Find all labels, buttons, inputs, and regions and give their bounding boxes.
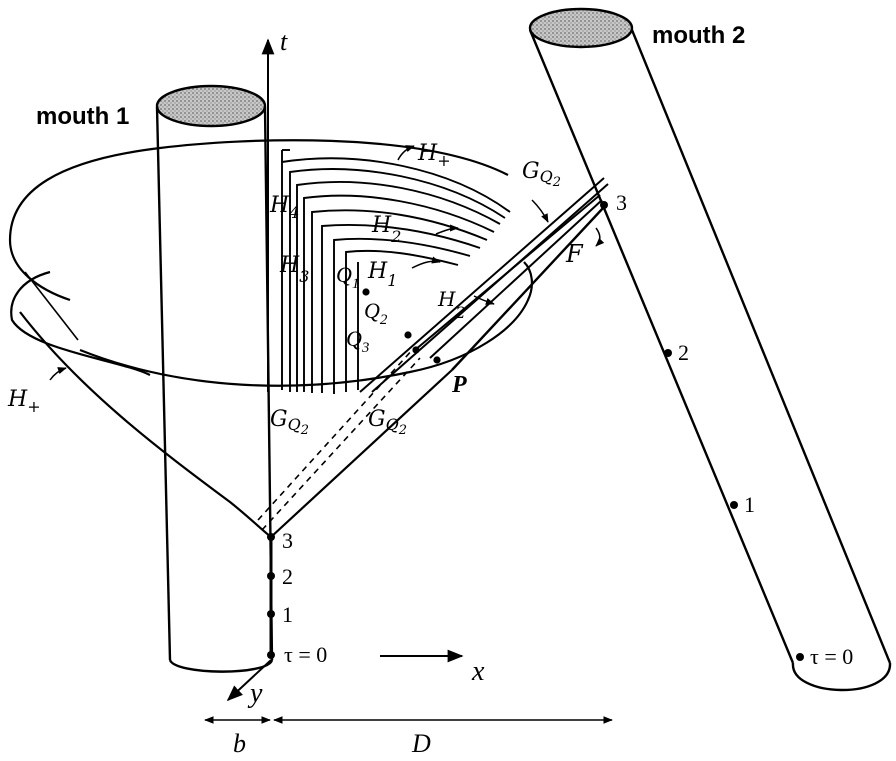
points <box>267 201 804 661</box>
label-Q2: Q2 <box>364 298 388 328</box>
point-1-right <box>730 501 738 509</box>
point-P <box>433 356 441 364</box>
tick-2-left: 2 <box>282 564 293 589</box>
label-H-plus-left: H+ <box>7 387 41 416</box>
tick-tau0-right: τ = 0 <box>810 644 853 669</box>
label-P: P <box>451 372 467 398</box>
label-H-plus-top: H+ <box>417 141 451 170</box>
label-H2prime: H2 <box>437 287 466 322</box>
point-3-left <box>267 533 275 541</box>
point-2-right <box>664 349 672 357</box>
generator-beams <box>359 177 609 393</box>
pointer-arrows <box>49 145 605 381</box>
point-tau0-left <box>267 651 275 659</box>
label-G-top: GQ2 <box>522 159 561 190</box>
x-axis-label: x <box>471 656 485 687</box>
label-Q1: Q1 <box>336 262 359 292</box>
dashed-generators <box>257 347 421 531</box>
point-1-left <box>267 610 275 618</box>
label-G-right: GQ2 <box>368 407 407 438</box>
horizon-funnel <box>8 139 605 538</box>
mouth1-cylinder <box>155 84 274 673</box>
dim-b-label: b <box>233 729 246 758</box>
mouth1-label: mouth 1 <box>36 103 129 130</box>
dim-D-label: D <box>411 729 431 758</box>
label-H3: H3 <box>279 253 309 286</box>
point-Q3 <box>412 346 420 354</box>
tick-tau0-left: τ = 0 <box>284 642 327 667</box>
tick-1-right: 1 <box>744 492 755 517</box>
tick-3-right: 3 <box>616 190 627 215</box>
point-2-left <box>267 572 275 580</box>
mouth2-label: mouth 2 <box>652 22 745 49</box>
label-G-left: GQ2 <box>270 407 309 438</box>
point-tau0-right <box>796 653 804 661</box>
label-H2: H2 <box>371 213 401 246</box>
label-Q3: Q3 <box>346 326 369 356</box>
t-axis <box>261 38 275 658</box>
y-axis-label: y <box>247 678 263 709</box>
label-H4: H4 <box>269 193 299 222</box>
tick-2-right: 2 <box>678 340 689 365</box>
point-Q1 <box>362 288 370 296</box>
nested-horizons <box>281 149 511 394</box>
mouth2-cylinder <box>528 7 892 692</box>
label-H1: H1 <box>367 259 397 290</box>
point-Q2 <box>404 331 412 339</box>
y-axis-arrow <box>226 659 272 702</box>
point-3-right <box>600 201 608 209</box>
tick-1-left: 1 <box>282 602 293 627</box>
tick-3-left: 3 <box>282 528 293 553</box>
t-axis-label: t <box>280 27 288 56</box>
label-F: F <box>565 240 584 268</box>
